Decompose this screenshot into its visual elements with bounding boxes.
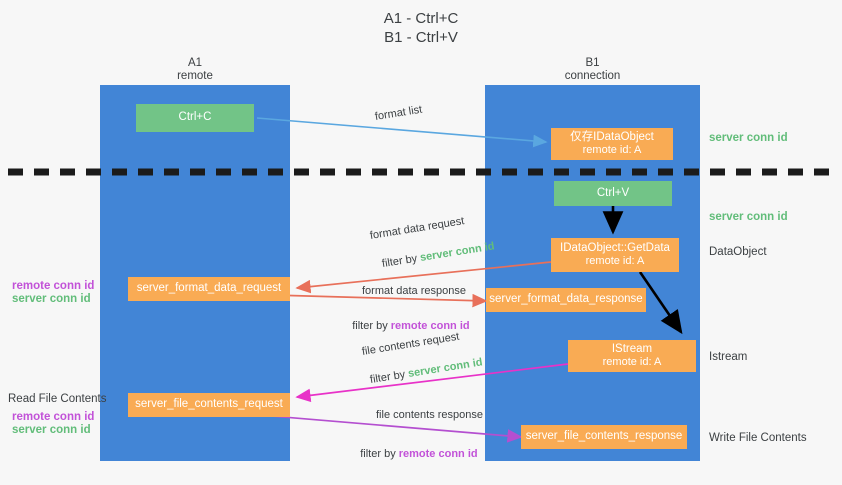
caption-format-data-request-filter-prefix: filter by	[381, 252, 422, 271]
lane-header-b1: B1 connection	[564, 57, 621, 82]
label-istream: Istream	[709, 351, 748, 363]
box-ctrl-v[interactable]: Ctrl+V	[554, 181, 672, 206]
box-server-format-data-request-label: server_format_data_request	[136, 282, 282, 295]
lane-header-a1: A1 remote	[177, 57, 213, 82]
page-title: A1 - Ctrl+C B1 - Ctrl+V	[383, 10, 459, 46]
box-istream-line1: IStream	[611, 342, 653, 355]
caption-file-contents-response: file contents response	[376, 409, 484, 421]
box-idataobject-line1: 仅存IDataObject	[570, 130, 654, 143]
box-ctrl-c-label: Ctrl+C	[178, 111, 212, 124]
caption-file-contents-response-filter-prefix: filter by	[360, 448, 399, 460]
label-format-remote-conn-id: remote conn id	[12, 280, 95, 292]
box-server-file-contents-request[interactable]: server_file_contents_request	[128, 393, 290, 417]
label-file-server-conn-id: server conn id	[12, 424, 91, 436]
box-istream[interactable]: IStream remote id: A	[568, 340, 696, 372]
caption-format-list: format list	[374, 103, 424, 123]
caption-format-data-response-filter-value: remote conn id	[390, 320, 470, 332]
box-server-format-data-response-label: server_format_data_response	[489, 293, 643, 306]
label-format-server-conn-id: server conn id	[12, 293, 91, 305]
box-server-file-contents-request-label: server_file_contents_request	[135, 398, 283, 411]
label-dataobject: DataObject	[709, 246, 767, 258]
box-ctrl-c[interactable]: Ctrl+C	[136, 104, 254, 132]
box-idataobject[interactable]: 仅存IDataObject remote id: A	[551, 128, 673, 160]
caption-file-contents-response-filter: filter by remote conn id	[348, 433, 478, 475]
label-server-conn-id-top: server conn id	[709, 132, 788, 144]
label-file-remote-conn-id: remote conn id	[12, 411, 95, 423]
caption-file-contents-request-filter-prefix: filter by	[369, 368, 410, 387]
box-getdata[interactable]: IDataObject::GetData remote id: A	[551, 238, 679, 272]
box-ctrl-v-label: Ctrl+V	[596, 186, 630, 199]
box-idataobject-line2: remote id: A	[582, 144, 642, 156]
label-write-file-contents: Write File Contents	[709, 432, 807, 444]
box-server-file-contents-response[interactable]: server_file_contents_response	[521, 425, 687, 449]
label-read-file-contents: Read File Contents	[8, 393, 107, 405]
caption-file-contents-response-filter-value: remote conn id	[398, 448, 478, 460]
caption-format-data-response-filter-prefix: filter by	[352, 320, 391, 332]
caption-format-data-response: format data response	[362, 285, 466, 297]
label-server-conn-id-mid: server conn id	[709, 211, 788, 223]
box-getdata-line1: IDataObject::GetData	[560, 241, 670, 254]
caption-file-contents-request-filter-value: server conn id	[407, 356, 484, 380]
caption-format-data-request-filter-value: server conn id	[419, 240, 496, 264]
box-istream-line2: remote id: A	[602, 356, 662, 368]
box-server-format-data-response[interactable]: server_format_data_response	[486, 288, 646, 312]
box-getdata-line2: remote id: A	[585, 255, 645, 267]
box-server-file-contents-response-label: server_file_contents_response	[525, 430, 683, 443]
box-server-format-data-request[interactable]: server_format_data_request	[128, 277, 290, 301]
caption-format-data-response-filter: filter by remote conn id	[340, 305, 470, 347]
